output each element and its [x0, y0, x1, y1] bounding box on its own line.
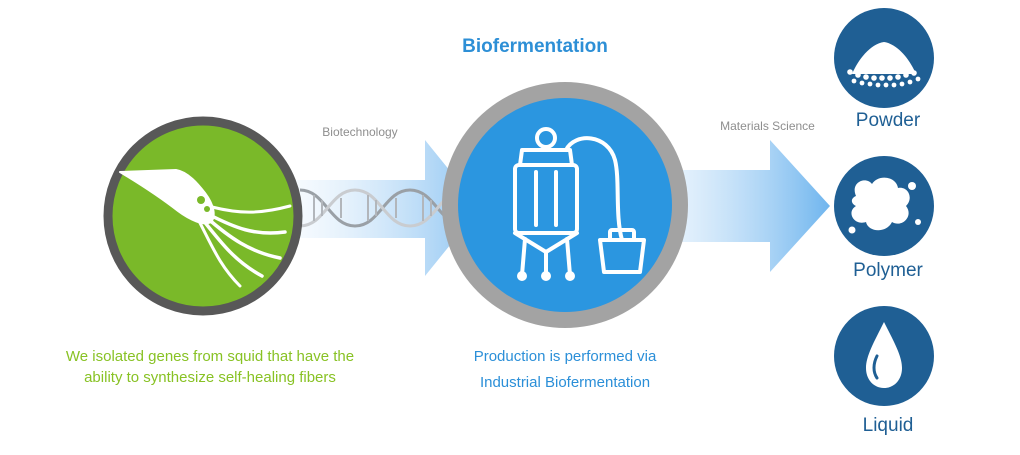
liquid-drop-icon — [866, 322, 902, 388]
powder-label: Powder — [855, 110, 921, 131]
squid-icon — [119, 169, 292, 288]
production-description: Production is performed via Industrial B… — [473, 348, 657, 391]
squid-description: We isolated genes from squid that have t… — [65, 348, 355, 386]
biofermentation-title: Biofermentation — [462, 36, 608, 57]
bioreactor-circle — [458, 98, 672, 312]
polymer-label: Polymer — [853, 260, 923, 281]
biotechnology-label: Biotechnology — [322, 125, 398, 139]
bioreactor-tank-icon — [513, 127, 646, 281]
biotechnology-arrow — [290, 140, 480, 276]
powder-icon — [847, 42, 921, 88]
liquid-label: Liquid — [862, 415, 914, 436]
materials-science-arrow — [655, 140, 830, 272]
polymer-blob-icon — [848, 177, 921, 234]
materials-science-label: Materials Science — [720, 119, 815, 133]
